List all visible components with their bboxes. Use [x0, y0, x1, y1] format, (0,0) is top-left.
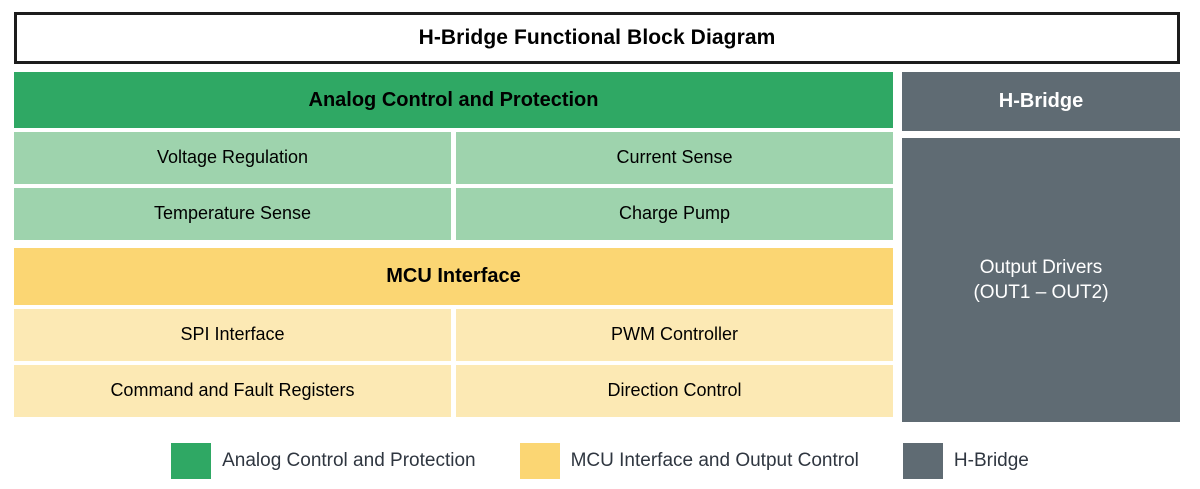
legend-item-mcu: MCU Interface and Output Control [519, 443, 859, 479]
block-spi-interface: SPI Interface [14, 309, 451, 361]
analog-control-header: Analog Control and Protection [14, 72, 893, 128]
legend-item-hbridge: H-Bridge [902, 443, 1029, 479]
block-output-drivers: Output Drivers (OUT1 – OUT2) [902, 138, 1180, 422]
block-direction-control: Direction Control [456, 365, 893, 417]
block-temperature-sense: Temperature Sense [14, 188, 451, 240]
left-column: Analog Control and Protection Voltage Re… [14, 72, 893, 422]
block-charge-pump: Charge Pump [456, 188, 893, 240]
diagram-title-box: H-Bridge Functional Block Diagram [14, 12, 1180, 64]
legend-label-analog: Analog Control and Protection [222, 450, 476, 471]
legend-swatch-mcu-icon [519, 443, 560, 479]
block-command-and-fault-registers: Command and Fault Registers [14, 365, 451, 417]
page-title: H-Bridge Functional Block Diagram [418, 26, 776, 49]
right-column: H-Bridge Output Drivers (OUT1 – OUT2) [902, 72, 1180, 422]
legend: Analog Control and Protection MCU Interf… [0, 436, 1200, 486]
block-pwm-controller: PWM Controller [456, 309, 893, 361]
legend-label-mcu: MCU Interface and Output Control [570, 450, 859, 471]
legend-item-analog: Analog Control and Protection [171, 443, 476, 479]
diagram-body: Analog Control and Protection Voltage Re… [0, 72, 1200, 422]
legend-swatch-hbridge-icon [902, 443, 943, 479]
mcu-interface-header: MCU Interface [14, 248, 893, 305]
block-voltage-regulation: Voltage Regulation [14, 132, 451, 184]
block-current-sense: Current Sense [456, 132, 893, 184]
hbridge-header: H-Bridge [902, 72, 1180, 131]
legend-swatch-analog-icon [171, 443, 212, 479]
legend-label-hbridge: H-Bridge [953, 450, 1029, 471]
